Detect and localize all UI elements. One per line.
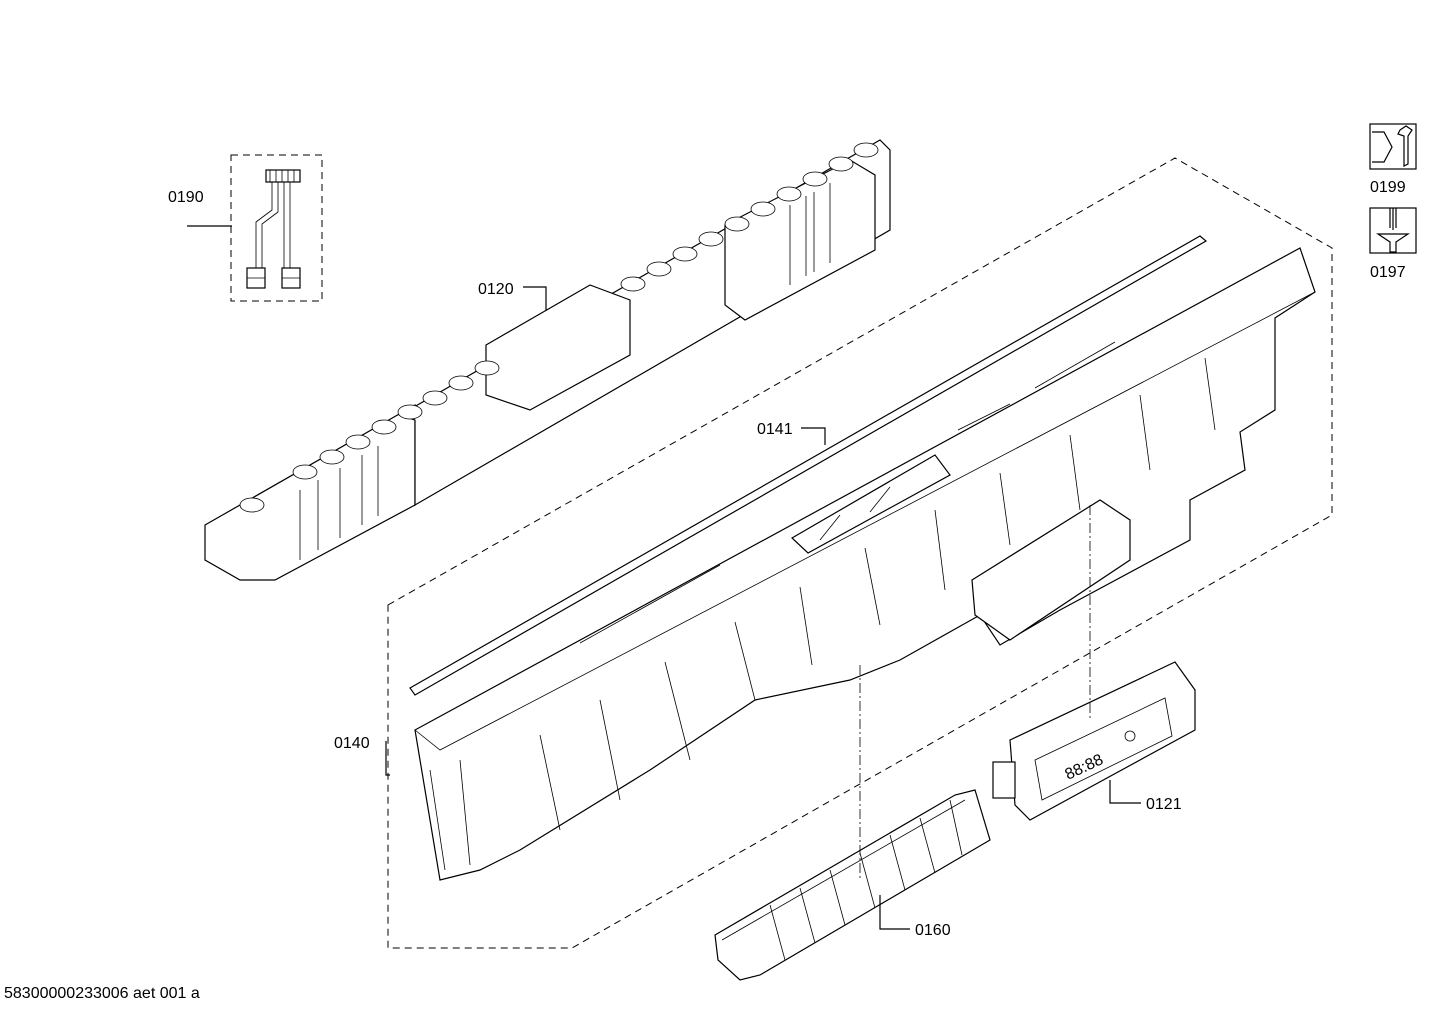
callout-0199: 0199 bbox=[1370, 179, 1406, 196]
display-module-part: 88:88 bbox=[992, 661, 1196, 821]
housing-group-outline bbox=[387, 157, 1333, 949]
leader-lines bbox=[187, 225, 1141, 930]
wire-harness-part bbox=[230, 154, 323, 302]
callout-0120: 0120 bbox=[478, 281, 514, 298]
control-panel-housing-part bbox=[414, 247, 1316, 881]
front-cover-part bbox=[714, 789, 991, 981]
callout-0121: 0121 bbox=[1146, 796, 1182, 813]
trim-strip-part bbox=[409, 235, 1208, 696]
callout-0190: 0190 bbox=[168, 189, 204, 206]
document-id: 58300000233006 aet 001 a bbox=[4, 985, 200, 1002]
wrench-nut-icon bbox=[1369, 123, 1417, 170]
callout-0197: 0197 bbox=[1370, 264, 1406, 281]
callout-0141: 0141 bbox=[757, 421, 793, 438]
callout-0140: 0140 bbox=[334, 735, 370, 752]
control-bracket-part bbox=[204, 139, 891, 581]
callout-0160: 0160 bbox=[915, 922, 951, 939]
screwdriver-screw-icon bbox=[1369, 207, 1417, 254]
